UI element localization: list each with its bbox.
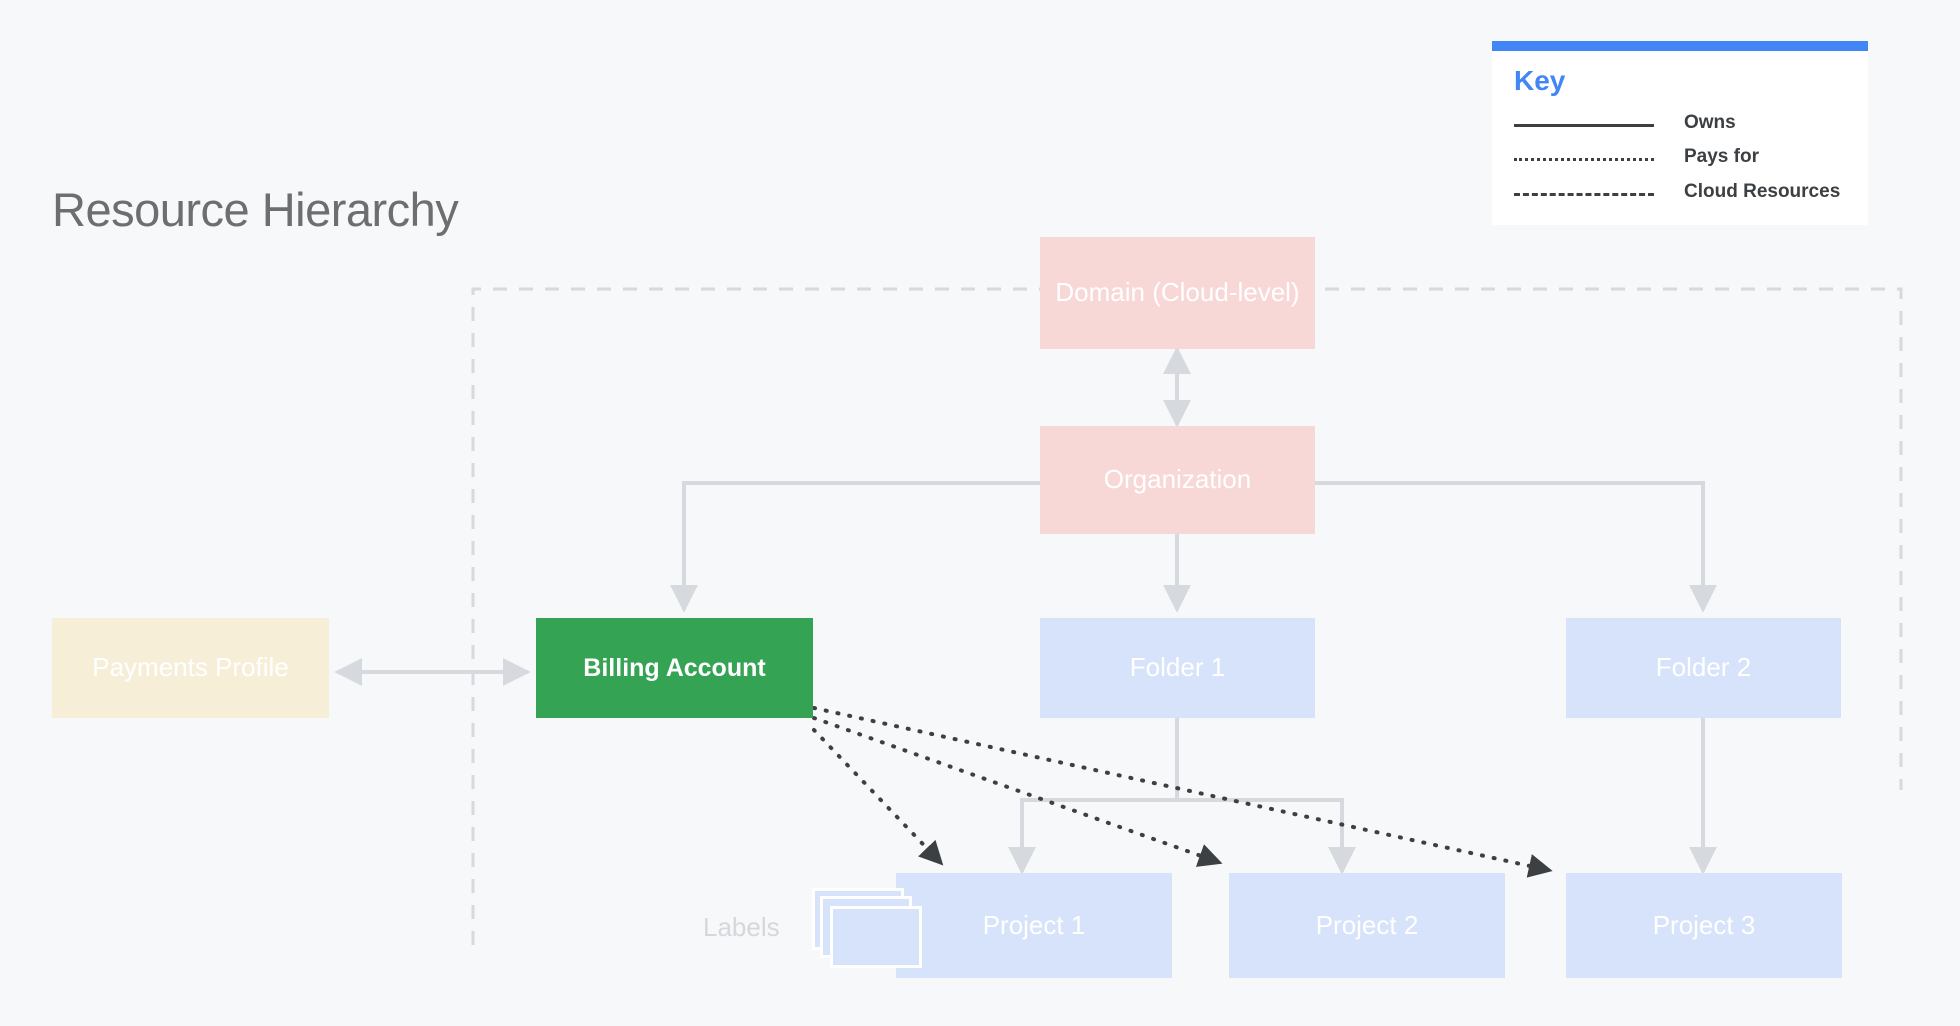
edge-folder1-project2 — [1177, 798, 1356, 875]
node-project-1[interactable]: Project 1 — [896, 873, 1172, 978]
legend-accent-bar — [1492, 41, 1868, 51]
legend-title: Key — [1514, 65, 1566, 96]
legend-body: Key Owns Pays for Cloud Resources — [1492, 51, 1868, 225]
edge-organization-folder2 — [1315, 481, 1717, 613]
legend-item-pays-for: Pays for — [1514, 145, 1854, 179]
cloud-resources-boundary — [471, 287, 1903, 945]
node-project-3-label: Project 3 — [1652, 909, 1756, 940]
solid-line-icon — [1514, 124, 1654, 127]
node-organization-label: Organization — [1103, 464, 1252, 495]
page-title: Resource Hierarchy — [52, 183, 459, 236]
node-domain-label: Domain (Cloud-level) — [1055, 277, 1300, 308]
dotted-line-icon — [1514, 158, 1654, 161]
legend-item-pays-for-label: Pays for — [1684, 146, 1759, 167]
node-billing-account-label: Billing Account — [583, 654, 766, 682]
labels-stack-icon — [812, 888, 922, 968]
node-payments-profile[interactable]: Payments Profile — [52, 618, 329, 718]
edge-billing-project3 — [812, 706, 1553, 878]
node-folder-2-label: Folder 2 — [1655, 652, 1752, 683]
node-folder-2[interactable]: Folder 2 — [1566, 618, 1841, 718]
node-billing-account[interactable]: Billing Account — [536, 618, 813, 718]
node-project-2[interactable]: Project 2 — [1229, 873, 1505, 978]
node-folder-1[interactable]: Folder 1 — [1040, 618, 1315, 718]
edge-organization-billing — [670, 481, 1040, 613]
legend-item-cloud-resources: Cloud Resources — [1514, 180, 1854, 214]
legend-item-cloud-resources-label: Cloud Resources — [1684, 181, 1841, 202]
edge-billing-project2 — [812, 716, 1223, 867]
node-folder-1-label: Folder 1 — [1129, 652, 1226, 683]
labels-caption: Labels — [703, 912, 780, 942]
node-project-2-label: Project 2 — [1315, 909, 1419, 940]
node-organization[interactable]: Organization — [1040, 426, 1315, 534]
node-project-1-label: Project 1 — [982, 909, 1086, 940]
legend-item-owns-label: Owns — [1684, 112, 1736, 133]
legend-item-owns: Owns — [1514, 111, 1854, 145]
label-sheet-front — [830, 906, 922, 968]
edge-folder1-project1 — [1008, 718, 1179, 875]
node-project-3[interactable]: Project 3 — [1566, 873, 1842, 978]
dashed-line-icon — [1514, 193, 1654, 196]
edge-billing-project1 — [812, 728, 944, 866]
legend-card: Key Owns Pays for Cloud Resources — [1492, 41, 1868, 225]
node-domain[interactable]: Domain (Cloud-level) — [1040, 237, 1315, 349]
node-payments-profile-label: Payments Profile — [92, 652, 289, 683]
